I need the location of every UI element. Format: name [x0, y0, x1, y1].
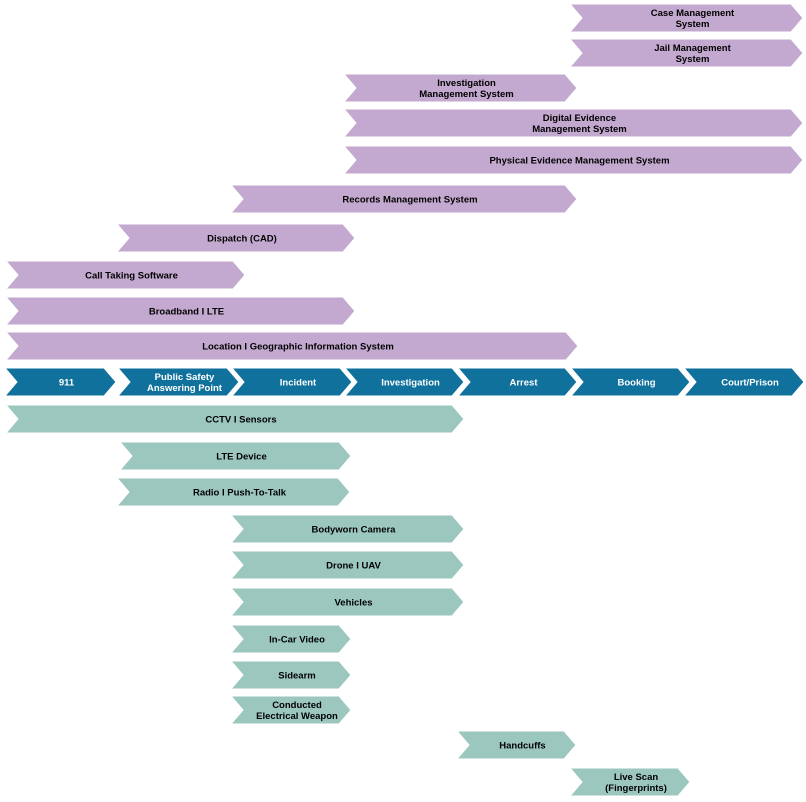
hardware-drone-uav: Drone I UAV [229, 550, 465, 580]
hardware-cctv-sensors: CCTV I Sensors [4, 404, 465, 434]
hardware-in-car-video: In-Car Video [229, 624, 352, 654]
hardware-lte-device: LTE Device [118, 441, 352, 471]
stage-911: 911 [3, 367, 117, 397]
stage-chevron-shape [3, 367, 117, 397]
software-label: Management System [532, 124, 627, 135]
stage-label: Answering Point [147, 383, 223, 394]
stage-chevron-shape [343, 367, 465, 397]
software-physical-evidence-management-system: Physical Evidence Management System [342, 145, 804, 175]
software-label: Digital Evidence [543, 113, 616, 124]
stage-label: Booking [618, 378, 656, 389]
hardware-label: Electrical Weapon [256, 711, 338, 722]
hardware-chevron-shape [229, 695, 352, 725]
stage-arrest: Arrest [456, 367, 578, 397]
hardware-chevron-shape [115, 477, 351, 507]
software-chevron-shape [342, 73, 578, 103]
hardware-sidearm: Sidearm [229, 660, 352, 690]
stage-chevron-shape [569, 367, 691, 397]
hardware-chevron-shape [229, 587, 465, 617]
hardware-label: Live Scan [614, 772, 659, 783]
hardware-chevron-shape [229, 550, 465, 580]
stage-label: Investigation [381, 378, 440, 389]
software-location-gis: Location I Geographic Information System [4, 331, 579, 361]
stage-label: Public Safety [155, 372, 215, 383]
hardware-label: Conducted [272, 700, 322, 711]
stage-investigation: Investigation [343, 367, 465, 397]
software-label: Investigation [437, 78, 496, 89]
software-chevron-shape [342, 108, 804, 138]
software-label: Physical Evidence Management System [489, 156, 669, 167]
hardware-chevron-shape [229, 624, 352, 654]
hardware-label: Handcuffs [499, 741, 545, 752]
software-chevron-shape [115, 223, 356, 253]
stage-court-prison: Court/Prison [682, 367, 805, 397]
software-records-management-system: Records Management System [229, 184, 578, 214]
software-label: Location I Geographic Information System [202, 342, 394, 353]
hardware-chevron-shape [229, 660, 352, 690]
stage-chevron-shape [682, 367, 805, 397]
stage-chevron-shape [116, 367, 240, 397]
hardware-chevron-shape [229, 514, 465, 544]
stage-booking: Booking [569, 367, 691, 397]
hardware-label: Drone I UAV [326, 561, 381, 572]
hardware-label: LTE Device [216, 452, 267, 463]
hardware-label: Radio I Push-To-Talk [193, 488, 287, 499]
stage-label: Arrest [510, 378, 539, 389]
software-label: System [676, 19, 710, 30]
software-label: Call Taking Software [85, 271, 178, 282]
software-call-taking-software: Call Taking Software [4, 260, 246, 290]
hardware-bodyworn-camera: Bodyworn Camera [229, 514, 465, 544]
software-chevron-shape [4, 260, 246, 290]
software-label: Dispatch (CAD) [207, 234, 277, 245]
software-label: Broadband I LTE [149, 307, 224, 318]
software-chevron-shape [568, 38, 804, 68]
hardware-chevron-shape [118, 441, 352, 471]
software-chevron-shape [342, 145, 804, 175]
hardware-label: Sidearm [278, 671, 316, 682]
hardware-label: (Fingerprints) [605, 783, 667, 794]
hardware-label: In-Car Video [269, 635, 325, 646]
software-chevron-shape [568, 3, 804, 33]
hardware-live-scan: Live Scan(Fingerprints) [568, 767, 691, 797]
hardware-chevron-shape [455, 730, 577, 760]
software-chevron-shape [4, 296, 356, 326]
hardware-label: Vehicles [334, 598, 372, 609]
software-chevron-shape [229, 184, 578, 214]
software-label: System [676, 54, 710, 65]
hardware-radio-push-to-talk: Radio I Push-To-Talk [115, 477, 351, 507]
software-label: Case Management [651, 8, 735, 19]
hardware-chevron-shape [4, 404, 465, 434]
software-label: Jail Management [654, 43, 731, 54]
stage-incident: Incident [230, 367, 353, 397]
software-label: Management System [419, 89, 514, 100]
stage-label: Court/Prison [721, 378, 779, 389]
stage-chevron-shape [456, 367, 578, 397]
stage-label: Incident [280, 378, 317, 389]
software-label: Records Management System [342, 195, 477, 206]
hardware-label: CCTV I Sensors [205, 415, 276, 426]
hardware-chevron-shape [568, 767, 691, 797]
software-chevron-shape [4, 331, 579, 361]
stage-label: 911 [59, 378, 75, 389]
hardware-handcuffs: Handcuffs [455, 730, 577, 760]
software-dispatch-cad: Dispatch (CAD) [115, 223, 356, 253]
stage-chevron-shape [230, 367, 353, 397]
hardware-vehicles: Vehicles [229, 587, 465, 617]
hardware-label: Bodyworn Camera [312, 525, 397, 536]
software-broadband-lte: Broadband I LTE [4, 296, 356, 326]
